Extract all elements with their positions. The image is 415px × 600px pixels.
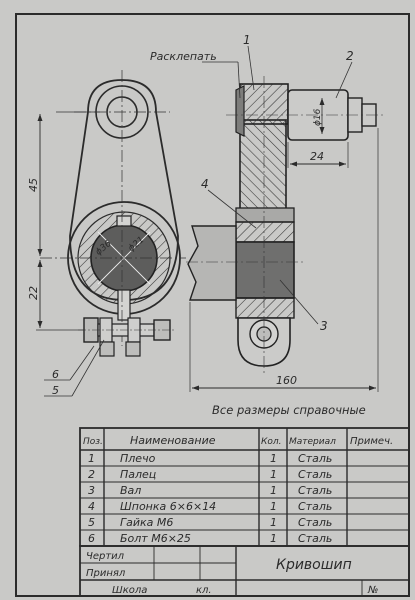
number-label: № [367,585,378,596]
table-row: 3 Вал 1 Сталь [88,484,332,497]
school-label: Школа [112,585,147,596]
dim-22-label: 22 [27,286,40,300]
row-name: Вал [120,484,141,497]
table-row: 1 Плечо 1 Сталь [88,452,332,465]
row-pos: 2 [88,468,95,481]
key-slot [116,215,132,227]
table-row: 2 Палец 1 Сталь [88,468,332,481]
title-block: Чертил Принял Школа кл. № Кривошип [79,545,410,597]
row-name: Гайка М6 [120,516,173,529]
row-name: Болт М6×25 [120,532,191,545]
shaft-part-3 [235,241,295,299]
row-material: Сталь [298,468,332,481]
dim-24-label: 24 [310,150,324,163]
rivet-note-label: Расклепать [150,50,217,63]
part-3-label: 3 [320,319,328,333]
row-material: Сталь [298,516,332,529]
row-material: Сталь [298,452,332,465]
row-pos: 5 [88,516,95,529]
part-5-label: 5 [52,384,59,397]
key-section [235,221,295,243]
row-qty: 1 [270,452,277,465]
header-qty: Кол. [261,437,282,447]
header-name: Наименование [130,434,216,447]
parts-list-table: Поз. Наименование Кол. Материал Примеч. … [79,427,410,547]
row-qty: 1 [270,468,277,481]
part-6-label: 6 [52,368,59,381]
crank-front-view: ϕ36 ϕ21 45 22 6 5 [27,70,186,397]
pin-part-2: ϕ16 [226,89,384,141]
part-1-label: 1 [243,33,251,47]
row-material: Сталь [298,532,332,545]
row-name: Плечо [120,452,156,465]
reference-note: Все размеры справочные [212,403,366,417]
dim-160-label: 160 [276,374,297,387]
row-qty: 1 [270,516,277,529]
header-pos: Поз. [83,437,103,447]
drawing-title: Кривошип [276,557,352,573]
row-name: Палец [120,468,156,481]
accepted-label: Принял [86,568,126,579]
dim-45-label: 45 [27,178,40,192]
row-material: Сталь [298,484,332,497]
header-material: Материал [289,437,336,447]
class-label: кл. [196,585,212,596]
row-qty: 1 [270,500,277,513]
part-4-label: 4 [201,177,209,191]
header-note: Примеч. [350,436,393,447]
table-row: 6 Болт М6×25 1 Сталь [88,532,332,545]
row-pos: 3 [88,484,95,497]
drew-label: Чертил [86,551,125,562]
row-pos: 4 [88,500,95,513]
row-qty: 1 [270,484,277,497]
dim-phi16-label: ϕ16 [313,108,323,126]
row-name: Шпонка 6×6×14 [120,500,216,513]
crank-side-section: ϕ16 24 Расклепать 1 2 4 3 [150,33,384,392]
table-row: 5 Гайка М6 1 Сталь [88,516,332,529]
row-pos: 6 [88,532,95,545]
row-qty: 1 [270,532,277,545]
row-pos: 1 [88,452,95,465]
table-row: 4 Шпонка 6×6×14 1 Сталь [88,500,332,513]
row-material: Сталь [298,500,332,513]
clamp-bolt [78,317,176,357]
part-2-label: 2 [346,49,354,63]
